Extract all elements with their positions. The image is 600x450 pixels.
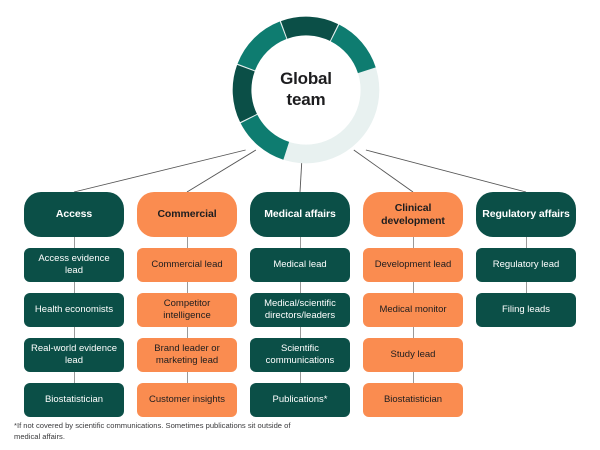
connector-slot bbox=[24, 372, 124, 383]
vertical-connector bbox=[412, 237, 414, 248]
vertical-connector bbox=[186, 282, 188, 293]
ring-segment-right-lower bbox=[280, 16, 339, 42]
ring-segment-bottom-center bbox=[237, 21, 287, 71]
role-box-biostatistician[interactable]: Biostatistician bbox=[363, 383, 463, 417]
vertical-connector bbox=[73, 282, 75, 293]
vertical-connector bbox=[299, 282, 301, 293]
role-box-study-lead[interactable]: Study lead bbox=[363, 338, 463, 372]
connector-slot bbox=[24, 327, 124, 338]
role-box-development-lead[interactable]: Development lead bbox=[363, 248, 463, 282]
hub-to-column-connector bbox=[73, 149, 246, 193]
connector-slot bbox=[24, 237, 124, 248]
connector-slot bbox=[137, 327, 237, 338]
role-box-brand-leader-or-marketing-lead[interactable]: Brand leader or marketing lead bbox=[137, 338, 237, 372]
connector-slot bbox=[250, 237, 350, 248]
column-header-regulatory-affairs[interactable]: Regulatory affairs bbox=[476, 192, 576, 237]
connector-slot bbox=[476, 282, 576, 293]
connector-slot bbox=[24, 282, 124, 293]
role-box-medical-monitor[interactable]: Medical monitor bbox=[363, 293, 463, 327]
vertical-connector bbox=[73, 237, 75, 248]
role-box-biostatistician[interactable]: Biostatistician bbox=[24, 383, 124, 417]
hub-label: Global team bbox=[228, 12, 384, 168]
vertical-connector bbox=[412, 282, 414, 293]
connector-slot bbox=[137, 282, 237, 293]
role-box-filing-leads[interactable]: Filing leads bbox=[476, 293, 576, 327]
column-header-access[interactable]: Access bbox=[24, 192, 124, 237]
role-box-scientific-communications[interactable]: Scientific communications bbox=[250, 338, 350, 372]
connector-slot bbox=[363, 327, 463, 338]
vertical-connector bbox=[525, 282, 527, 293]
vertical-connector bbox=[186, 372, 188, 383]
vertical-connector bbox=[186, 327, 188, 338]
vertical-connector bbox=[186, 237, 188, 248]
vertical-connector bbox=[73, 372, 75, 383]
vertical-connector bbox=[299, 372, 301, 383]
ring-segment-left-upper bbox=[240, 114, 290, 160]
connector-slot bbox=[250, 327, 350, 338]
ring-segment-left-lower bbox=[232, 64, 258, 123]
column-header-commercial[interactable]: Commercial bbox=[137, 192, 237, 237]
ring-segment-right-upper bbox=[330, 24, 376, 74]
connector-slot bbox=[363, 237, 463, 248]
role-box-regulatory-lead[interactable]: Regulatory lead bbox=[476, 248, 576, 282]
footnote: *If not covered by scientific communicat… bbox=[14, 421, 291, 441]
connector-slot bbox=[250, 372, 350, 383]
role-box-real-world-evidence-lead[interactable]: Real-world evidence lead bbox=[24, 338, 124, 372]
role-box-competitor-intelligence[interactable]: Competitor intelligence bbox=[137, 293, 237, 327]
role-box-medical-lead[interactable]: Medical lead bbox=[250, 248, 350, 282]
connector-slot bbox=[137, 237, 237, 248]
vertical-connector bbox=[412, 372, 414, 383]
role-box-commercial-lead[interactable]: Commercial lead bbox=[137, 248, 237, 282]
role-box-publications[interactable]: Publications* bbox=[250, 383, 350, 417]
hub-to-column-connector bbox=[365, 149, 527, 193]
vertical-connector bbox=[73, 327, 75, 338]
connector-slot bbox=[137, 372, 237, 383]
connector-slot bbox=[363, 372, 463, 383]
vertical-connector bbox=[412, 327, 414, 338]
role-box-access-evidence-lead[interactable]: Access evidence lead bbox=[24, 248, 124, 282]
hub-label-line2: team bbox=[286, 90, 326, 109]
role-box-medical-scientific-directors-leaders[interactable]: Medical/scientific directors/leaders bbox=[250, 293, 350, 327]
hub-label-line1: Global bbox=[280, 69, 332, 89]
vertical-connector bbox=[299, 237, 301, 248]
role-box-health-economists[interactable]: Health economists bbox=[24, 293, 124, 327]
column-header-clinical-development[interactable]: Clinical development bbox=[363, 192, 463, 237]
role-box-customer-insights[interactable]: Customer insights bbox=[137, 383, 237, 417]
vertical-connector bbox=[525, 237, 527, 248]
connector-slot bbox=[476, 237, 576, 248]
column-header-medical-affairs[interactable]: Medical affairs bbox=[250, 192, 350, 237]
vertical-connector bbox=[299, 327, 301, 338]
connector-slot bbox=[250, 282, 350, 293]
connector-slot bbox=[363, 282, 463, 293]
donut-ring bbox=[232, 16, 380, 164]
global-team-hub: Global team bbox=[228, 12, 384, 168]
